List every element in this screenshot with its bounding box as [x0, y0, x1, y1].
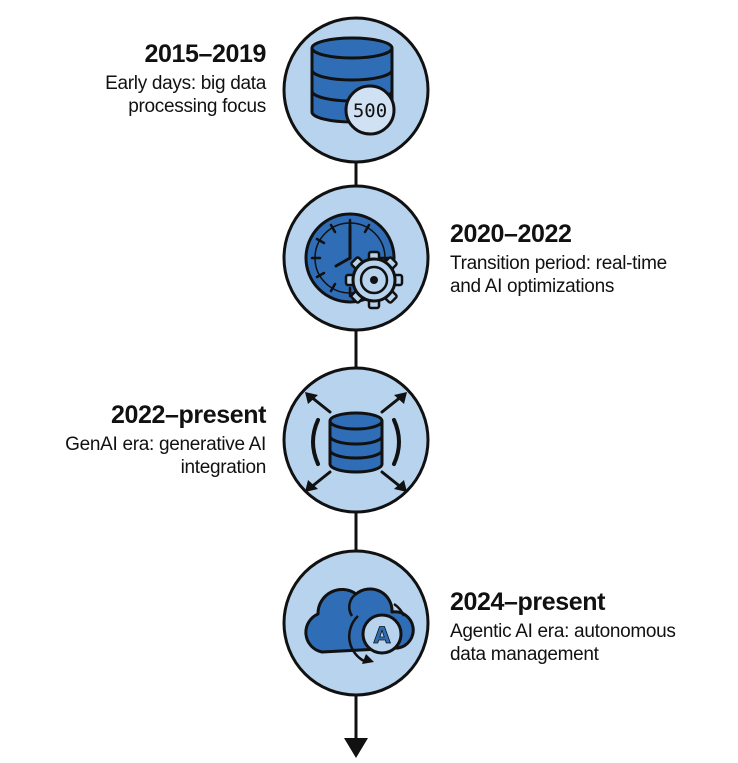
milestone-node-2 — [282, 184, 430, 332]
milestone-label-1: 2015–2019 Early days: big data processin… — [0, 42, 266, 118]
badge-agent: A — [373, 624, 390, 649]
database-expand-icon — [305, 392, 407, 492]
badge-500: 500 — [353, 100, 387, 122]
milestone-description: Transition period: real-time and AI opti… — [450, 253, 667, 297]
milestone-node-4: A — [282, 549, 430, 697]
milestone-period: 2022–present — [110, 401, 266, 429]
timeline-arrowhead — [344, 738, 368, 758]
clock-gear-icon — [304, 212, 404, 310]
milestone-description: Early days: big data processing focus — [105, 73, 266, 117]
milestone-node-1: 500 — [282, 16, 430, 164]
milestone-label-2: 2020–2022 Transition period: real-time a… — [450, 222, 738, 298]
milestone-description: GenAI era: generative AI integration — [65, 434, 266, 478]
milestone-period: 2020–2022 — [450, 220, 572, 248]
milestone-label-4: 2024–present Agentic AI era: autonomous … — [450, 590, 738, 666]
milestone-node-3 — [282, 366, 430, 514]
milestone-label-3: 2022–present GenAI era: generative AI in… — [0, 403, 266, 479]
milestone-period: 2015–2019 — [144, 40, 266, 68]
milestone-description: Agentic AI era: autonomous data manageme… — [450, 621, 676, 665]
cloud-agent-icon: A — [304, 587, 415, 664]
database-500-icon: 500 — [310, 36, 396, 136]
milestone-period: 2024–present — [450, 588, 606, 616]
